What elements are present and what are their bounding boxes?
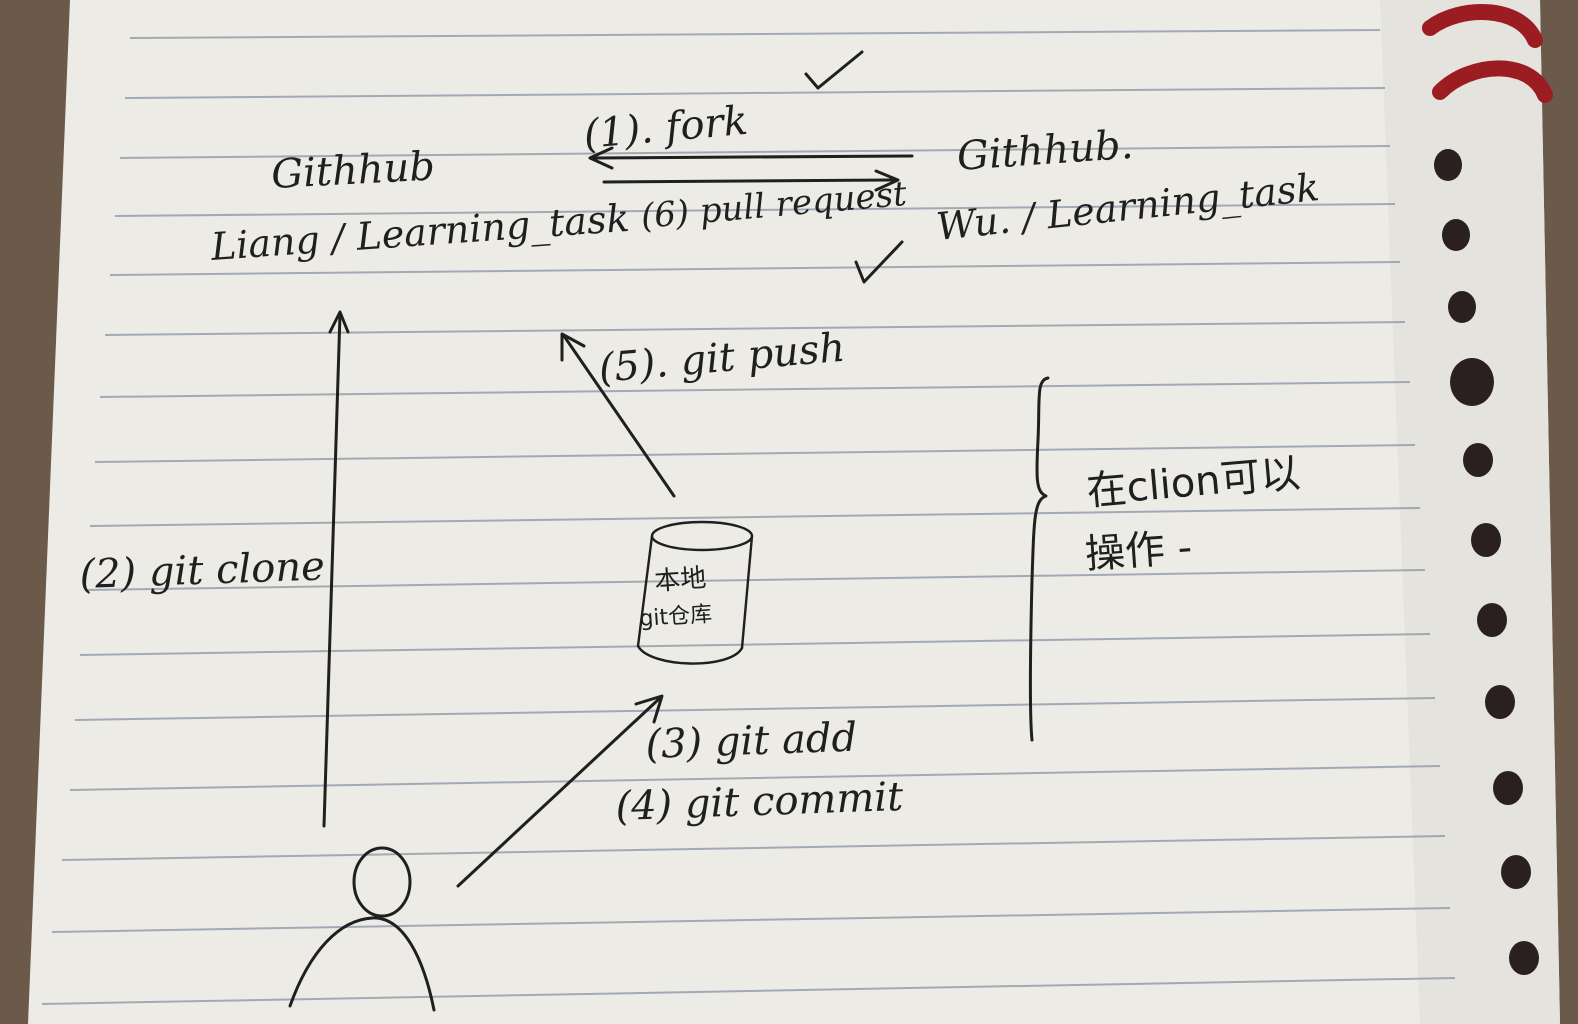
brace-note-line2: 操作 - — [1083, 525, 1193, 578]
add-commit-arrow — [456, 694, 664, 888]
step-add-label: (3) git add — [645, 715, 858, 768]
checkmark-icon — [854, 240, 904, 284]
person-icon — [288, 846, 436, 1012]
checkmark-icon — [804, 50, 864, 90]
local-repo-line1: 本地 — [653, 563, 707, 597]
ruled-lines — [41, 29, 1456, 1005]
push-arrow — [560, 332, 676, 498]
left-repo-host: Githhub — [270, 143, 436, 198]
page-shadow — [1380, 0, 1560, 1024]
cylinder-icon — [636, 520, 754, 665]
binder-holes — [1434, 149, 1539, 975]
binder-ring-icon — [1422, 4, 1553, 103]
local-repo-line2: git仓库 — [639, 602, 713, 632]
curly-brace — [1029, 376, 1050, 742]
clone-arrow — [322, 310, 350, 828]
fork-arrow — [588, 146, 914, 170]
step-clone-label: (2) git clone — [79, 543, 326, 598]
pull-request-arrow — [602, 169, 900, 192]
step-commit-label: (4) git commit — [615, 774, 905, 830]
notebook-page — [28, 0, 1560, 1024]
